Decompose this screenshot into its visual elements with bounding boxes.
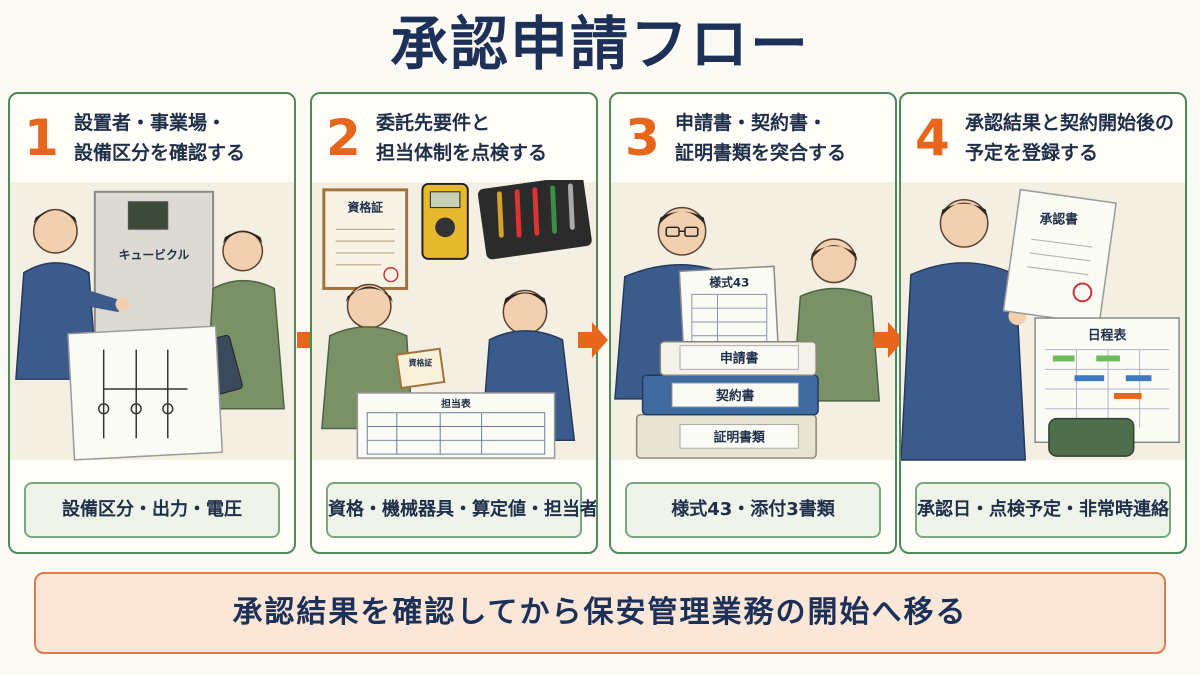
step-line: 設置者・事業場・ [74,112,227,134]
form-43-label: 様式43 [709,275,749,289]
documents-illustration: 様式43 申請書 契約書 証明書類 [611,181,895,461]
step-number: 4 [915,109,950,167]
step-line: 申請書・契約書・ [675,112,828,134]
illustration-review: 資格証 資格証 [312,180,596,462]
step-line: 委託先要件と [376,112,491,134]
step-badge: 資格・機械器具・算定値・担当者 [326,482,596,538]
step-card-3: 3 申請書・契約書・ 証明書類を突合する 様式43 [609,92,897,554]
arrow-right-icon [874,322,904,358]
step-description: 申請書・契約書・ 証明書類を突合する [675,108,893,168]
step-line: 予定を登録する [965,142,1099,164]
step-header: 1 設置者・事業場・ 設備区分を確認する [10,94,294,180]
folder-label: 証明書類 [714,429,765,445]
license-card-label: 資格証 [408,357,433,367]
folder-label: 申請書 [720,350,759,366]
certificate [322,188,409,290]
step-number: 3 [625,109,660,167]
step-line: 設備区分を確認する [74,142,246,164]
registration-illustration: 承認書 日程表 [901,181,1185,461]
step-description: 承認結果と契約開始後の 予定を登録する [965,108,1183,168]
step-line: 担当体制を点検する [376,142,548,164]
assignment-table [356,392,556,459]
desk-phone-icon [1048,417,1135,457]
summary-banner: 承認結果を確認してから保安管理業務の開始へ移る [34,572,1166,654]
folder-label: 契約書 [715,388,755,404]
step-card-4: 4 承認結果と契約開始後の 予定を登録する 承認書 日程表 [899,92,1187,554]
step-badge: 承認日・点検予定・非常時連絡 [915,482,1171,538]
cubicle-illustration: キュービクル [10,181,294,461]
certificate-label: 資格証 [348,201,384,215]
step-header: 2 委託先要件と 担当体制を点検する [312,94,596,180]
step-line: 承認結果と契約開始後の [965,112,1175,134]
step-description: 委託先要件と 担当体制を点検する [376,108,594,168]
calendar-label: 日程表 [1088,328,1127,344]
schematic-sheet [67,325,224,461]
step-number: 2 [326,109,361,167]
arrow-right-icon [578,322,608,358]
step-card-1: 1 設置者・事業場・ 設備区分を確認する キュービクル [8,92,296,554]
approval-document-label: 承認書 [1040,211,1079,227]
page-title: 承認申請フロー [389,10,810,78]
illustration-documents: 様式43 申請書 契約書 証明書類 [611,180,895,462]
illustration-registration: 承認書 日程表 [901,180,1185,462]
step-number: 1 [24,109,59,167]
illustration-inspection: キュービクル [10,180,294,462]
step-line: 証明書類を突合する [675,142,847,164]
step-card-2: 2 委託先要件と 担当体制を点検する 資格証 [310,92,598,554]
step-header: 3 申請書・契約書・ 証明書類を突合する [611,94,895,180]
step-description: 設置者・事業場・ 設備区分を確認する [74,108,292,168]
step-badge: 様式43・添付3書類 [625,482,881,538]
step-header: 4 承認結果と契約開始後の 予定を登録する [901,94,1185,180]
review-illustration: 資格証 資格証 [312,180,596,461]
cubicle-label: キュービクル [119,248,190,262]
license-card [395,347,446,390]
step-badge: 設備区分・出力・電圧 [24,482,280,538]
assignment-table-label: 担当表 [441,397,471,410]
